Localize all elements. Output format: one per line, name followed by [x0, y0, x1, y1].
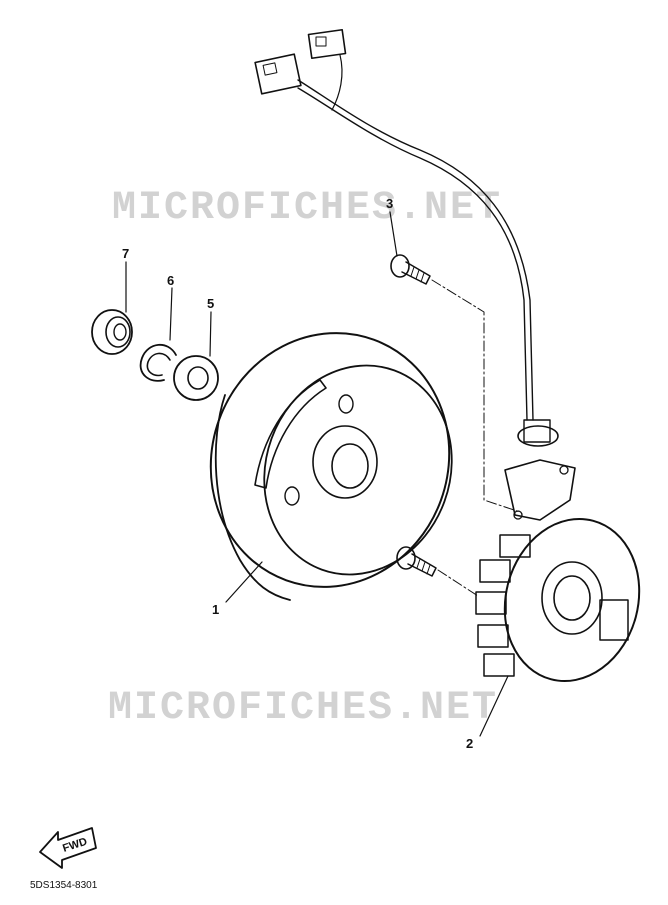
forward-arrow-icon: FWD — [39, 827, 97, 869]
stator-assembly — [475, 419, 641, 683]
callout-6: 6 — [167, 273, 174, 288]
leader-lines — [125, 211, 509, 737]
assembly-guide-lines — [431, 279, 521, 597]
wire-harness — [254, 28, 534, 421]
nut — [91, 309, 133, 355]
flywheel-rotor — [209, 332, 453, 601]
callout-7: 7 — [122, 246, 129, 261]
lock-washer — [139, 343, 177, 382]
washer — [173, 355, 219, 401]
screw-lower — [396, 546, 437, 577]
watermark-top: MICROFICHES.NET — [112, 186, 502, 231]
screw-upper — [390, 254, 431, 285]
diagram-code: 5DS1354-8301 — [30, 880, 98, 891]
watermark-bottom: MICROFICHES.NET — [108, 686, 498, 731]
callout-1: 1 — [212, 602, 219, 617]
callout-2: 2 — [466, 736, 473, 751]
callout-3: 3 — [386, 196, 393, 211]
callout-5: 5 — [207, 296, 214, 311]
